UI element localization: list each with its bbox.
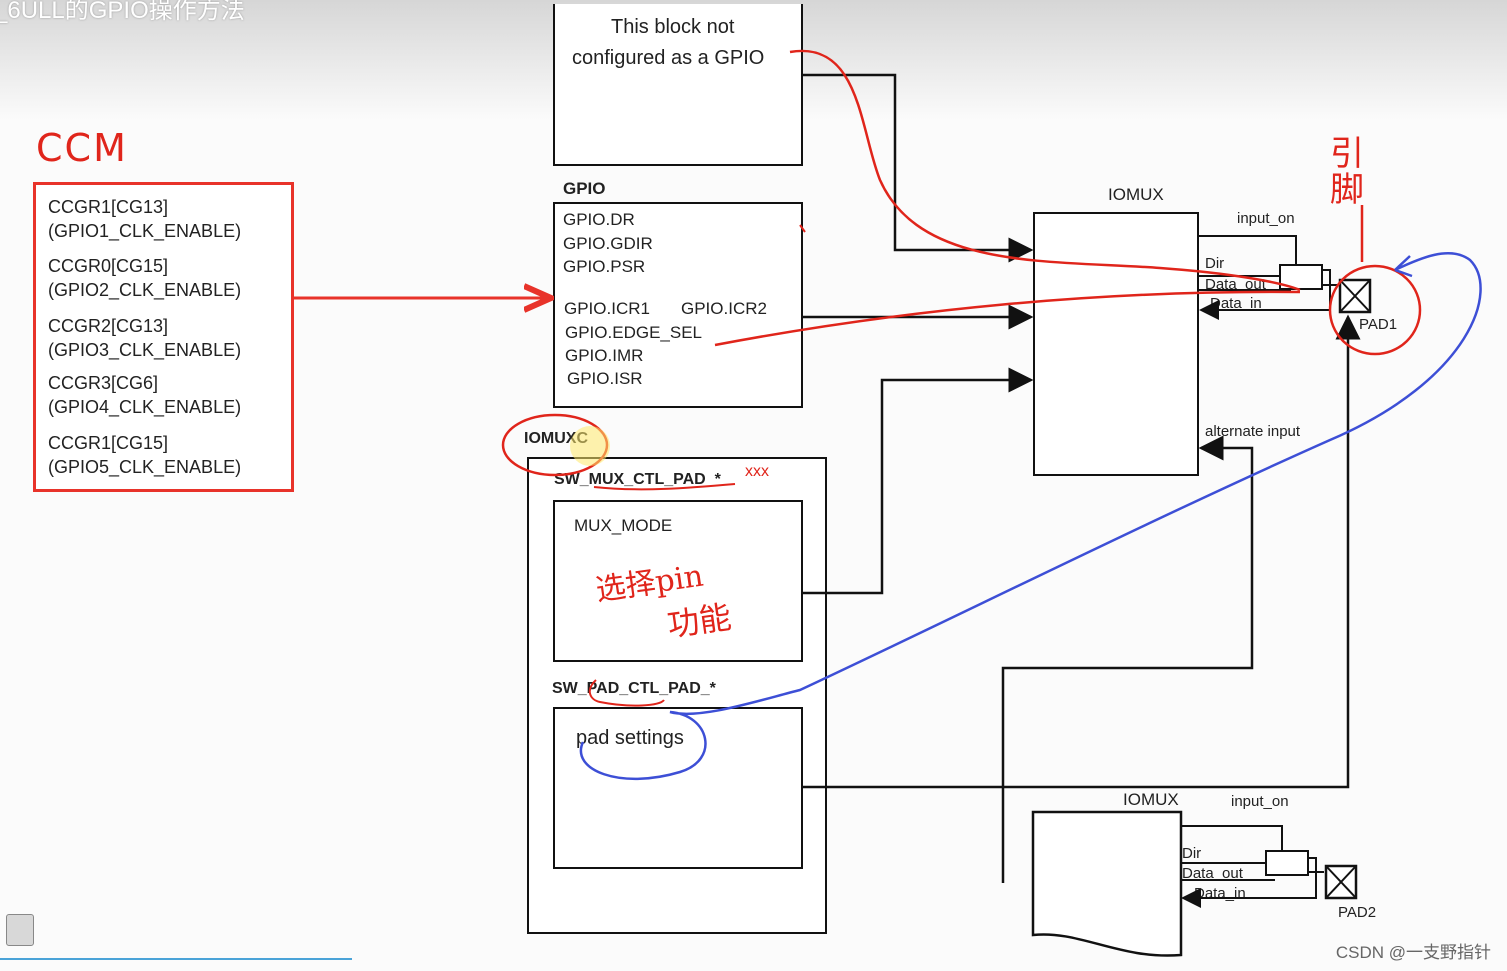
red-annotation-gpio-path — [789, 49, 1301, 292]
pad1-label: PAD1 — [1359, 316, 1398, 333]
ccm-entry-gpio3: CCGR2[CG13] (GPIO3_CLK_ENABLE) — [48, 316, 242, 360]
mux-mode-field: MUX_MODE — [574, 516, 673, 535]
gpio-icr2-label: GPIO.ICR2 — [681, 299, 767, 318]
iomux1-input-on-label: input_on — [1237, 210, 1295, 227]
non-gpio-to-iomux-line — [803, 73, 1034, 263]
mux-ctl-handwritten-annotation: xxx — [745, 463, 769, 480]
watermark: CSDN @一支野指针 — [1335, 943, 1491, 962]
iomux1-buffer — [1279, 264, 1323, 290]
iomux1-title: IOMUX — [1108, 185, 1164, 204]
gpio-dr-label: GPIO.DR — [563, 210, 635, 229]
ccm-clock-gate-box: CCGR1[CG13] (GPIO1_CLK_ENABLE) CCGR0[CG1… — [33, 182, 294, 492]
red-circle-pad1 — [1328, 264, 1422, 356]
gpio-imr-label: GPIO.IMR — [565, 346, 644, 365]
iomux1-block — [1033, 212, 1199, 476]
cursor-tool-icon[interactable] — [6, 914, 34, 946]
iomux2-title: IOMUX — [1123, 790, 1179, 809]
red-underline-mux-ctl — [593, 483, 736, 491]
pad-ctl-register-box: pad settings — [553, 707, 803, 869]
gpio-icr1-label: GPIO.ICR1 — [564, 299, 650, 318]
progress-underline — [0, 958, 352, 960]
page-title: _6ULL的GPIO操作方法 — [0, 0, 245, 24]
iomux2-block — [1031, 810, 1183, 957]
iomux2-data-out-label: Data_out — [1182, 865, 1243, 882]
iomux1-input-on-line — [1199, 235, 1297, 266]
red-bracket-pad-ctl — [588, 679, 665, 707]
alternate-input-line — [1001, 435, 1254, 883]
iomux1-alternate-input-label: alternate input — [1205, 423, 1301, 440]
gpio-isr-label: GPIO.ISR — [567, 369, 643, 388]
gpio-title: GPIO — [563, 179, 606, 198]
pad-settings-to-pad1-line — [803, 314, 1361, 789]
mux-ctl-title: SW_MUX_CTL_PAD_* — [554, 471, 721, 488]
ccm-handwritten-label: CCM — [36, 126, 128, 170]
ccm-entry-gpio4: CCGR3[CG6] (GPIO4_CLK_ENABLE) — [48, 373, 242, 417]
iomux2-buffer — [1265, 850, 1309, 876]
iomux1-pad-in-line — [1199, 269, 1331, 320]
non-gpio-text-line2: configured as a GPIO — [572, 47, 765, 69]
gpio-psr-label: GPIO.PSR — [563, 257, 646, 276]
blue-annotation-pad-settings-to-pad1 — [579, 252, 1482, 781]
non-gpio-text-line1: This block not — [611, 16, 735, 38]
red-annotation-data-out-path — [714, 290, 1301, 347]
non-gpio-block: This block not configured as a GPIO — [553, 4, 803, 166]
iomux1-dir-label: Dir — [1205, 255, 1225, 272]
pad1-handwritten-note: 引脚 — [1330, 134, 1364, 210]
mux-mode-to-iomux-line — [803, 367, 1034, 595]
iomux2-pad-in-line — [1181, 857, 1317, 908]
iomux1-data-out-label: Data_out — [1205, 276, 1266, 293]
gpio-register-block: GPIO.DR GPIO.GDIR GPIO.PSR GPIO.ICR1 GPI… — [553, 202, 803, 408]
gpio-edge-sel-label: GPIO.EDGE_SEL — [565, 323, 702, 342]
cursor-highlight — [570, 426, 610, 466]
pad-settings-field: pad settings — [576, 727, 684, 749]
ccm-entry-gpio1: CCGR1[CG13] (GPIO1_CLK_ENABLE) — [48, 197, 242, 241]
iomux2-dir-label: Dir — [1182, 845, 1202, 862]
gpio-gdir-label: GPIO.GDIR — [563, 234, 653, 253]
mux-ctl-register-box: MUX_MODE 选择pin 功能 — [553, 500, 803, 662]
iomux2-input-on-label: input_on — [1231, 793, 1289, 810]
ccm-entry-gpio2: CCGR0[CG15] (GPIO2_CLK_ENABLE) — [48, 256, 242, 300]
pad2-label: PAD2 — [1338, 904, 1377, 921]
ccm-entry-gpio5: CCGR1[CG15] (GPIO5_CLK_ENABLE) — [48, 433, 242, 477]
iomux1-data-out-line — [1199, 289, 1291, 291]
iomux1-data-in-label: Data_in — [1210, 295, 1262, 312]
iomux2-input-on-line — [1181, 825, 1283, 852]
